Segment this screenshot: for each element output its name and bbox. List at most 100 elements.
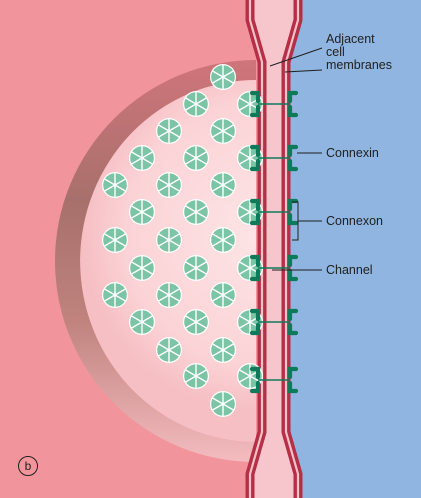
connexin-subunit-divider [195, 211, 207, 219]
adjacent-cell-membranes [245, 0, 303, 498]
connexin-subunit-divider [222, 349, 234, 357]
connexon-face-view [156, 172, 182, 198]
channel-pore [113, 238, 117, 242]
connexin-subunit-divider [195, 97, 207, 105]
connexin-subunit-divider [239, 261, 251, 269]
channel-pore [248, 266, 252, 270]
connexin-subunit-divider [104, 239, 116, 247]
connexin-subunit-divider [158, 343, 170, 351]
connexin-subunit-divider [141, 261, 153, 269]
left-hemichannel [249, 144, 261, 172]
connexin-subunit-divider [212, 184, 224, 192]
connexon-face-view [210, 282, 236, 308]
connexin-subunit-divider [104, 294, 116, 302]
connexin-subunit-divider [114, 288, 126, 296]
connexon-face-view [210, 391, 236, 417]
connexin-subunit-divider [222, 239, 234, 247]
connexin-subunit-divider [141, 211, 153, 219]
left-hemichannel [249, 254, 261, 282]
channel-pore [194, 266, 198, 270]
connexin-subunit-divider [222, 76, 234, 84]
connexon-face-view [183, 91, 209, 117]
connexon-face-view [102, 227, 128, 253]
connexin-subunit-divider [141, 151, 153, 159]
connexin-subunit-divider [195, 321, 207, 329]
channel-pore [194, 102, 198, 106]
connexin-subunit-divider [212, 233, 224, 241]
channel-pore [194, 156, 198, 160]
channel-pore [248, 102, 252, 106]
connexin-subunit-divider [239, 205, 251, 213]
connexon-pair-side-view [249, 198, 299, 226]
connexin-subunit-divider [168, 124, 180, 132]
channel-pore [113, 183, 117, 187]
connexin-subunit-divider [185, 375, 197, 383]
connexin-subunit-divider [168, 130, 180, 138]
channel-pore [194, 374, 198, 378]
connexin-subunit-divider [185, 321, 197, 329]
connexon-face-view [183, 255, 209, 281]
connexin-subunit-divider [131, 321, 143, 329]
connexon-bracket [292, 201, 322, 241]
connexin-subunit-divider [195, 151, 207, 159]
connexon-face-view [129, 309, 155, 335]
connexin-subunit-divider [222, 184, 234, 192]
channel-pore [221, 183, 225, 187]
connexon-pair-side-view [249, 308, 299, 336]
channel-pore [167, 238, 171, 242]
channel-pore [167, 293, 171, 297]
membranes-leader-1 [269, 47, 323, 67]
connexin-subunit-divider [168, 239, 180, 247]
channel-pore [194, 210, 198, 214]
membranes-leader-2 [284, 69, 323, 73]
right-hemichannel [287, 198, 299, 226]
connexin-subunit-divider [222, 403, 234, 411]
connexin-subunit-divider [212, 294, 224, 302]
connexon-face-view [183, 363, 209, 389]
connexin-subunit-divider [114, 239, 126, 247]
membranes-label-line-1: Adjacent [326, 32, 375, 46]
connexon-pair-side-view [249, 144, 299, 172]
channel-pore [221, 129, 225, 133]
connexin-subunit-divider [185, 151, 197, 159]
connexin-subunit-divider [158, 130, 170, 138]
connexin-subunit-divider [104, 178, 116, 186]
connexon-face-view [210, 337, 236, 363]
connexin-subunit-divider [185, 103, 197, 111]
connexin-subunit-divider [168, 233, 180, 241]
connexin-subunit-divider [131, 315, 143, 323]
channel-pore [194, 320, 198, 324]
connexin-subunit-divider [104, 184, 116, 192]
connexon-face-view [210, 64, 236, 90]
right-membrane-core [284, 0, 300, 498]
connexin-subunit-divider [239, 97, 251, 105]
connexin-subunit-divider [158, 239, 170, 247]
connexin-subunit-divider [104, 233, 116, 241]
connexin-subunit-divider [195, 103, 207, 111]
connexin-subunit-divider [212, 397, 224, 405]
connexin-subunit-divider [131, 157, 143, 165]
connexin-subunit-divider [185, 211, 197, 219]
left-membrane-core [248, 0, 264, 498]
connexin-subunit-divider [212, 124, 224, 132]
connexin-subunit-divider [185, 157, 197, 165]
left-hemichannel [249, 366, 261, 394]
channel-pore [140, 320, 144, 324]
connexin-subunit-divider [212, 178, 224, 186]
connexin-subunit-divider [168, 288, 180, 296]
connexin-subunit-divider [114, 233, 126, 241]
channel-pore [221, 75, 225, 79]
membranes-label-line-3: membranes [326, 58, 392, 72]
connexin-subunit-divider [212, 403, 224, 411]
connexin-subunit-divider [212, 288, 224, 296]
connexin-subunit-divider [239, 157, 251, 165]
connexin-subunit-divider [222, 178, 234, 186]
connexin-subunit-divider [222, 124, 234, 132]
right-hemichannel [287, 366, 299, 394]
connexin-subunit-divider [141, 205, 153, 213]
left-hemichannel [249, 90, 261, 118]
channel-pore [140, 266, 144, 270]
connexin-subunit-divider [212, 70, 224, 78]
connexin-subunit-divider [222, 343, 234, 351]
